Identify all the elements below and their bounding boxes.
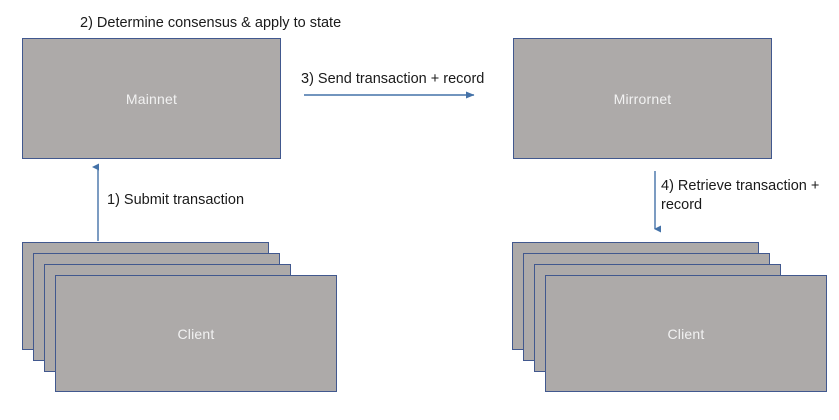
mirrornet-label: Mirrornet — [613, 90, 672, 107]
client-right-card-1[interactable]: Client — [545, 275, 827, 392]
mainnet-box[interactable]: Mainnet — [22, 38, 281, 159]
client-right-stack[interactable]: Client — [512, 242, 827, 392]
client-left-stack[interactable]: Client — [22, 242, 337, 392]
step-3-caption: 3) Send transaction + record — [301, 71, 485, 87]
client-right-label: Client — [667, 325, 705, 342]
mirrornet-box[interactable]: Mirrornet — [513, 38, 772, 159]
client-left-label: Client — [177, 325, 215, 342]
step-1-caption: 1) Submit transaction — [107, 192, 245, 208]
client-left-card-1[interactable]: Client — [55, 275, 337, 392]
step-4-caption: 4) Retrieve transaction + record — [661, 178, 820, 213]
step-2-caption: 2) Determine consensus & apply to state — [80, 15, 342, 31]
mainnet-label: Mainnet — [125, 90, 178, 107]
